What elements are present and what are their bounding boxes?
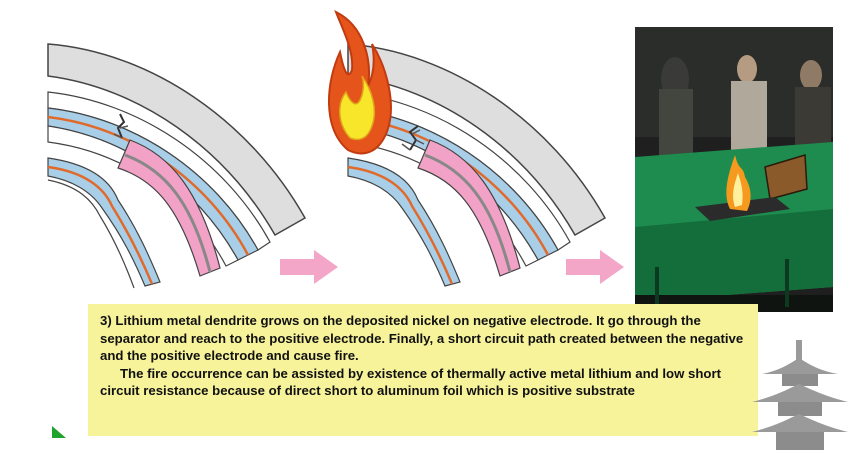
negative-electrode-bent	[47, 157, 161, 289]
cell-cross-section-dendrite	[47, 43, 307, 289]
pink-arrow-icon	[566, 250, 624, 284]
caption-paragraph-2: The fire occurrence can be assisted by e…	[100, 365, 721, 399]
positive-electrode	[417, 139, 521, 277]
outer-casing	[47, 43, 307, 237]
negative-electrode-bent	[347, 157, 461, 287]
cell-cross-section-fire	[327, 10, 607, 287]
caption-paragraph-1: 3) Lithium metal dendrite grows on the d…	[100, 313, 744, 363]
fire	[726, 155, 751, 211]
caption-box: 3) Lithium metal dendrite grows on the d…	[88, 304, 758, 436]
dendrite-icon	[401, 125, 425, 151]
pagoda-watermark	[752, 340, 848, 450]
laptop-fire-photo	[635, 27, 833, 312]
dendrite-icon	[113, 113, 129, 139]
positive-electrode	[117, 139, 221, 277]
spectators	[659, 55, 831, 167]
outer-casing	[347, 43, 607, 237]
corner-marker	[52, 426, 66, 438]
layer-stack	[47, 91, 271, 267]
pink-arrow-icon	[280, 250, 338, 284]
flame-icon	[327, 10, 392, 155]
